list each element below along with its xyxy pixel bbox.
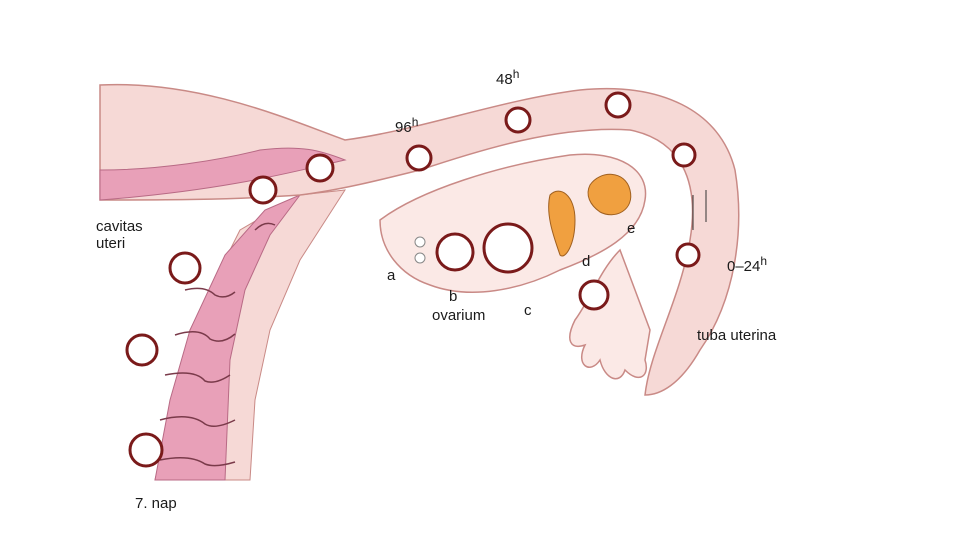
- oocyte-d: [580, 281, 608, 309]
- hour-sup-96: h: [412, 115, 419, 129]
- label-time-48h: 48h: [496, 66, 519, 88]
- cell-blastocyst-3: [130, 434, 162, 466]
- cell-blastocyst-2: [127, 335, 157, 365]
- cell-zygote: [673, 144, 695, 166]
- label-a: a: [387, 267, 395, 284]
- cell-morula: [307, 155, 333, 181]
- cell-4cell: [506, 108, 530, 132]
- time-96: 96: [395, 119, 412, 136]
- label-uteri: uteri: [96, 235, 125, 252]
- label-ovarium: ovarium: [432, 307, 485, 324]
- time-0-24: 0–24: [727, 258, 760, 275]
- hour-sup-48: h: [513, 67, 520, 81]
- label-cavitas: cavitas: [96, 218, 143, 235]
- cell-0-24h: [677, 244, 699, 266]
- uterine-wall: [155, 190, 345, 480]
- cell-morula-late: [250, 177, 276, 203]
- label-d: d: [582, 253, 590, 270]
- cell-2cell: [606, 93, 630, 117]
- label-time-96h: 96h: [395, 114, 418, 136]
- label-time-0-24h: 0–24h: [727, 253, 767, 275]
- follicle-small-2: [415, 253, 425, 263]
- label-b: b: [449, 288, 457, 305]
- follicle-c: [484, 224, 532, 272]
- label-tuba-uterina: tuba uterina: [697, 327, 776, 344]
- follicle-small-1: [415, 237, 425, 247]
- hour-sup-0-24: h: [760, 254, 767, 268]
- time-48: 48: [496, 71, 513, 88]
- label-c: c: [524, 302, 532, 319]
- label-day7: 7. nap: [135, 495, 177, 512]
- label-e: e: [627, 220, 635, 237]
- cell-8cell: [407, 146, 431, 170]
- cell-blastocyst-1: [170, 253, 200, 283]
- follicle-b: [437, 234, 473, 270]
